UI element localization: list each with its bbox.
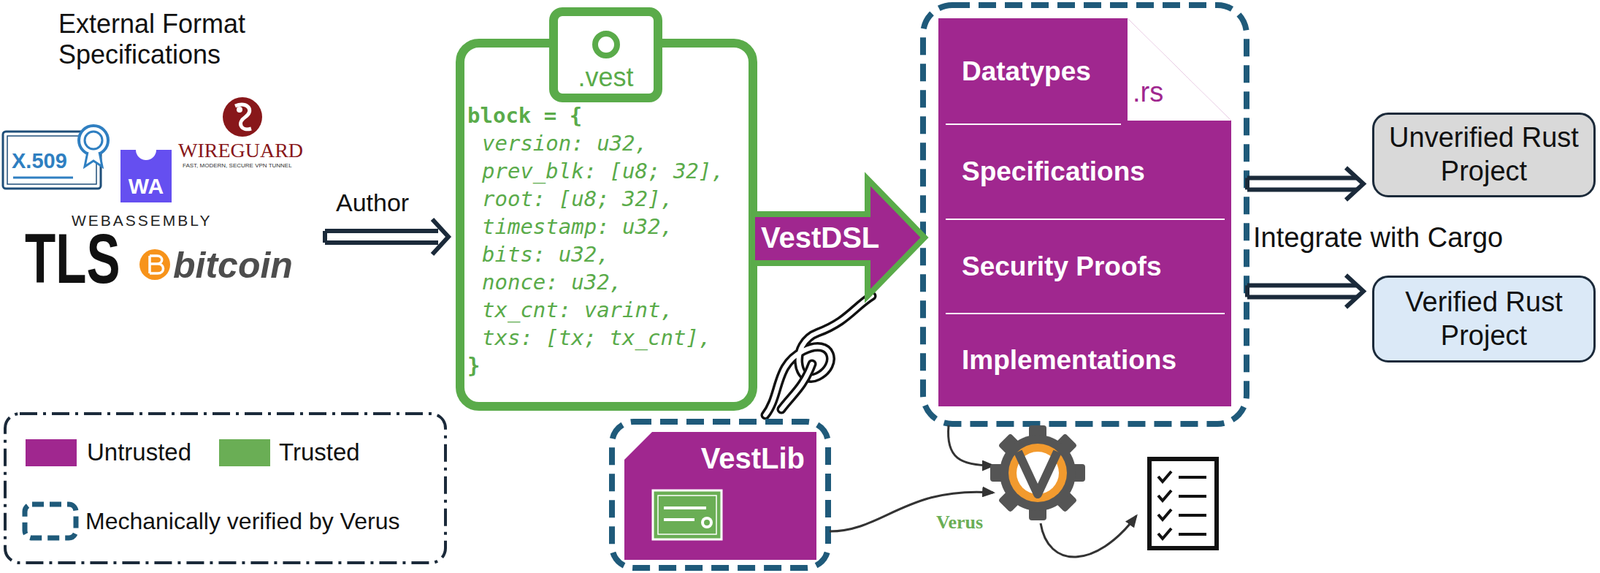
logo-tagline: FAST, MODERN, SECURE VPN TUNNEL bbox=[182, 162, 293, 169]
vest-clipboard: .vest block = {version: u32,prev_blk: [u8… bbox=[455, 8, 758, 411]
connector bbox=[948, 425, 994, 466]
verified-outline bbox=[923, 5, 1247, 424]
node-text: Security Proofs bbox=[961, 251, 1162, 282]
heading: External Format Specifications bbox=[58, 8, 300, 71]
rope-knot bbox=[765, 295, 872, 415]
wireguard-logo bbox=[222, 97, 263, 137]
result-arrow bbox=[1040, 515, 1137, 557]
file-section: Security Proofs bbox=[938, 219, 1232, 314]
node-text: bits: u32, bbox=[481, 241, 610, 267]
node-text: .vest bbox=[553, 62, 658, 93]
node-text: VestLib bbox=[701, 441, 805, 475]
node-text: } bbox=[467, 352, 480, 378]
node-text: tx_cnt: varint, bbox=[481, 297, 674, 323]
node-text: txs: [tx; tx_cnt], bbox=[481, 324, 712, 350]
node-text: timestamp: u32, bbox=[481, 213, 674, 239]
node-text: .rs bbox=[1132, 76, 1164, 109]
logo-text: X.509 bbox=[11, 148, 68, 174]
node-text: VestDSL bbox=[760, 221, 880, 255]
node-text: Unverified Rust Project bbox=[1387, 121, 1581, 188]
node-text: Specifications bbox=[961, 156, 1146, 187]
node-text: Datatypes bbox=[961, 56, 1092, 87]
legend-text: Mechanically verified by Verus bbox=[85, 507, 400, 535]
connector bbox=[1247, 274, 1364, 307]
vestdsl-arrow: VestDSL bbox=[752, 178, 928, 296]
legend-text: Untrusted bbox=[86, 438, 192, 466]
node-text: version: u32, bbox=[481, 130, 648, 156]
logo-text: bitcoin bbox=[173, 243, 293, 287]
generated-rs-file: .rs DatatypesSpecificationsSecurity Proof… bbox=[938, 18, 1232, 407]
node-text: prev_blk: [u8; 32], bbox=[481, 158, 725, 184]
vestlib-box: VestLib bbox=[624, 431, 817, 560]
node-text: block = { bbox=[467, 102, 583, 128]
bitcoin-logo bbox=[139, 249, 171, 280]
project-box: Unverified Rust Project bbox=[1372, 112, 1596, 198]
verus-gear-shape bbox=[990, 425, 1086, 520]
file-section: Datatypes bbox=[938, 18, 1128, 125]
project-box: Verified Rust Project bbox=[1372, 275, 1596, 363]
legend-swatch bbox=[25, 438, 77, 466]
legend-text: Trusted bbox=[278, 438, 361, 466]
checklist-icon bbox=[1149, 458, 1217, 548]
legend-dashed-sample bbox=[24, 503, 76, 538]
node-text: nonce: u32, bbox=[481, 269, 623, 295]
logo-text: TLS bbox=[24, 223, 121, 294]
verified-outline bbox=[611, 421, 829, 568]
x509-logo bbox=[2, 125, 109, 189]
webassembly-logo bbox=[120, 149, 172, 203]
arrow-label: Integrate with Cargo bbox=[1253, 221, 1503, 254]
author-arrow bbox=[324, 219, 449, 255]
file-section: Specifications bbox=[938, 124, 1232, 220]
verus-gear: Verus bbox=[990, 425, 1086, 520]
logo-text: WA bbox=[120, 173, 172, 199]
node-text: Verified Rust Project bbox=[1387, 285, 1581, 352]
node-text: Implementations bbox=[961, 344, 1177, 376]
connector bbox=[1247, 167, 1364, 200]
file-section: Implementations bbox=[938, 313, 1232, 407]
legend-frame bbox=[5, 413, 446, 563]
legend-swatch bbox=[219, 438, 271, 466]
node-text: root: [u8; 32], bbox=[481, 186, 674, 212]
logo-text: WIREGUARD bbox=[178, 138, 304, 163]
node-text: Verus bbox=[936, 511, 983, 534]
arrow-label: Author bbox=[335, 188, 409, 217]
